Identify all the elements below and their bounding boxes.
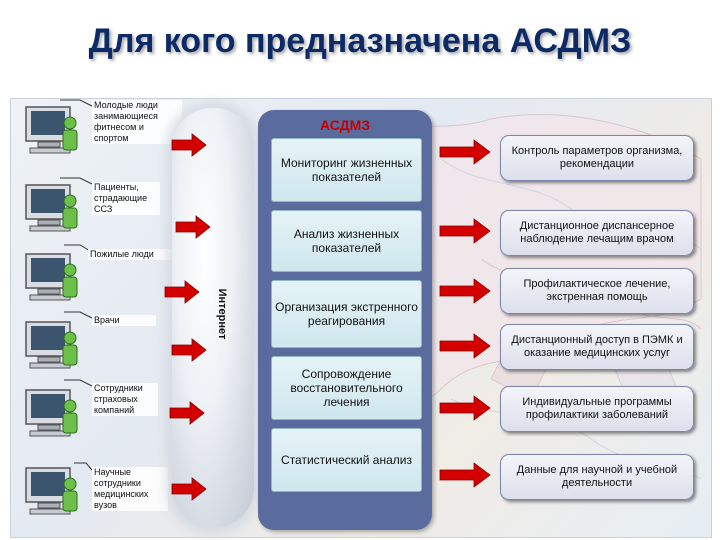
result-prevention-programs: Индивидуальные программы профилактики за… xyxy=(500,386,694,432)
result-research-data: Данные для научной и учебной деятельност… xyxy=(500,454,694,500)
page-title: Для кого предназначена АСДМЗ xyxy=(88,22,632,60)
user-workstation-icon xyxy=(24,105,82,155)
arrow-icon xyxy=(439,462,491,488)
user-workstation-icon xyxy=(24,252,82,302)
user-label-elderly: Пожилые люди xyxy=(88,249,172,260)
function-statistical-analysis: Статистический анализ xyxy=(271,428,422,492)
asdmz-title: АСДМЗ xyxy=(319,117,371,133)
arrow-icon xyxy=(439,333,491,359)
arrow-icon xyxy=(439,395,491,421)
user-label-insurance-staff: Сотрудники страховых компаний xyxy=(92,383,158,416)
arrow-icon xyxy=(439,139,491,165)
function-rehabilitation-support: Сопровождение восстановительного лечения xyxy=(271,356,422,420)
function-emergency-response: Организация экстренного реагирования xyxy=(271,280,422,348)
arrow-icon xyxy=(164,280,200,304)
function-monitoring: Мониторинг жизненных показателей xyxy=(271,138,422,202)
function-analysis: Анализ жизненных показателей xyxy=(271,210,422,272)
arrow-icon xyxy=(171,477,207,501)
result-preventive-emergency: Профилактическое лечение, экстренная пом… xyxy=(500,268,694,314)
result-remote-pemk-access: Дистанционный доступ в ПЭМК и оказание м… xyxy=(500,324,694,370)
user-label-cvd-patients: Пациенты, страдающие ССЗ xyxy=(92,182,160,215)
user-label-young-athletes: Молодые люди занимающиеся фитнесом и спо… xyxy=(92,100,182,144)
arrow-icon xyxy=(171,338,207,362)
internet-cloud xyxy=(172,108,254,528)
user-workstation-icon xyxy=(24,320,82,370)
user-label-doctors: Врачи xyxy=(92,315,156,326)
arrow-icon xyxy=(175,215,211,239)
user-label-researchers: Научные сотрудники медицинских вузов xyxy=(92,467,168,511)
user-workstation-icon xyxy=(24,183,82,233)
arrow-icon xyxy=(171,133,207,157)
user-workstation-icon xyxy=(24,388,82,438)
arrow-icon xyxy=(169,401,205,425)
user-workstation-icon xyxy=(24,466,82,516)
result-parameter-control: Контроль параметров организма, рекоменда… xyxy=(500,135,694,181)
arrow-icon xyxy=(439,218,491,244)
arrow-icon xyxy=(439,278,491,304)
result-remote-dispensary: Дистанционное диспансерное наблюдение ле… xyxy=(500,210,694,256)
